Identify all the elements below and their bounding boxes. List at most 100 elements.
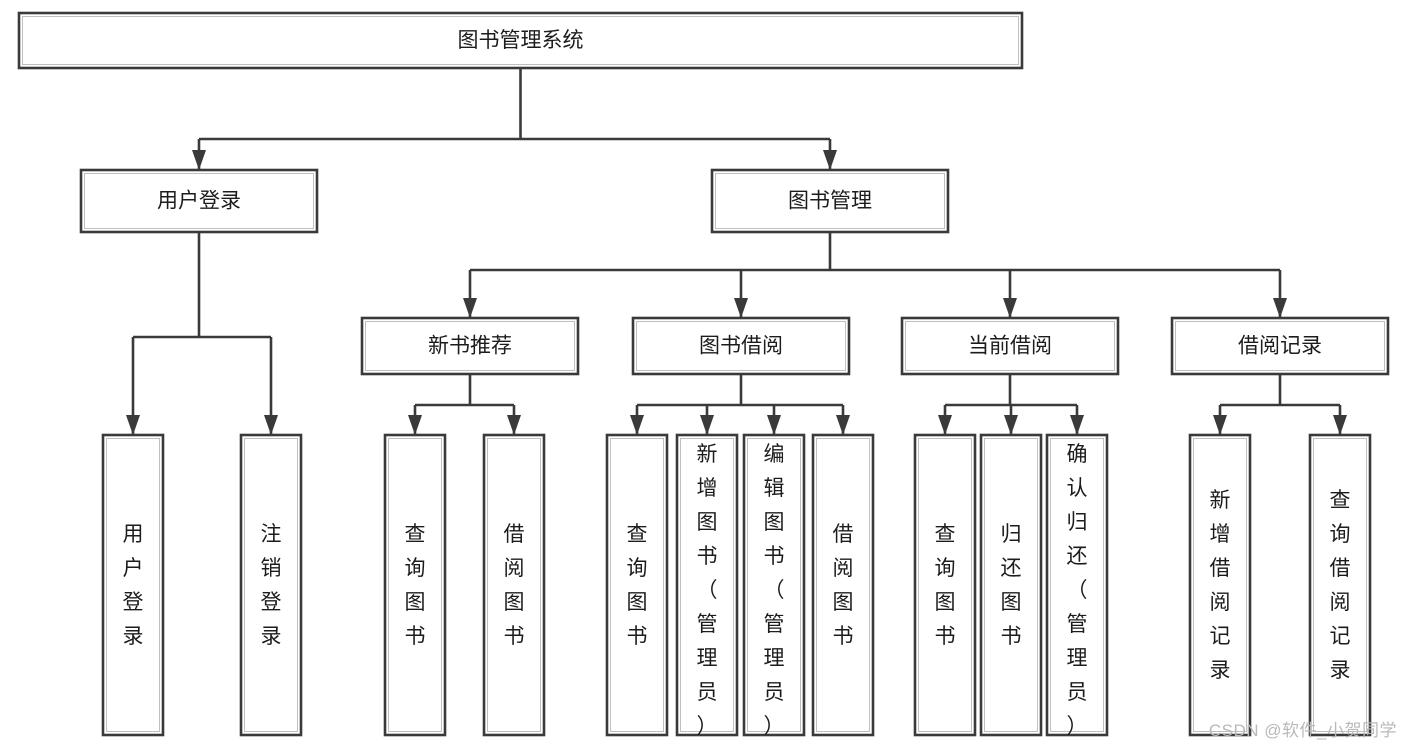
node-box-borrow-record (1170, 316, 1390, 376)
arrow-head-leaf-query-borrow-record (1333, 415, 1347, 435)
node-box-inner-new-book-recommend (365, 321, 575, 371)
arrow-head-book-borrow (734, 298, 748, 318)
node-box-inner-user-login (84, 173, 314, 229)
node-label-user-login: 用户登录 (157, 190, 241, 213)
node-new-book-recommend[interactable]: 新书推荐 (360, 316, 580, 376)
node-leaf-user-login[interactable]: 用户登录 (101, 433, 165, 737)
node-box-inner-leaf-query-book-3 (918, 438, 972, 732)
arrow-head-leaf-user-login (126, 415, 140, 435)
node-box-leaf-borrow-book-1 (482, 433, 546, 737)
node-box-current-borrow (900, 316, 1120, 376)
node-label-leaf-return-book: 归还图书 (1001, 523, 1022, 648)
node-box-inner-leaf-query-borrow-record (1313, 438, 1367, 732)
node-box-inner-leaf-query-book-2 (610, 438, 664, 732)
arrow-head-leaf-edit-book-admin (767, 415, 781, 435)
node-box-leaf-query-book-1 (383, 433, 447, 737)
node-box-inner-leaf-borrow-book-1 (487, 438, 541, 732)
node-box-leaf-confirm-return-admin (1045, 433, 1109, 737)
node-leaf-query-book-1[interactable]: 查询图书 (383, 433, 447, 737)
node-box-inner-book-manage (715, 173, 945, 229)
arrow-head-leaf-confirm-return-admin (1070, 415, 1084, 435)
node-label-book-manage: 图书管理 (788, 190, 872, 213)
node-root[interactable]: 图书管理系统 (17, 11, 1024, 70)
node-label-new-book-recommend: 新书推荐 (428, 335, 512, 358)
arrow-head-leaf-borrow-book-1 (507, 415, 521, 435)
node-label-leaf-borrow-book-1: 借阅图书 (504, 523, 525, 648)
arrow-head-leaf-logout-login (264, 415, 278, 435)
node-leaf-edit-book-admin[interactable]: 编辑图书（管理员） (742, 433, 806, 738)
arrow-head-leaf-query-book-1 (408, 415, 422, 435)
node-box-leaf-borrow-book-2 (811, 433, 875, 737)
node-label-leaf-confirm-return-admin: 确认归还（管理员） (1067, 443, 1088, 738)
node-box-leaf-query-book-2 (605, 433, 669, 737)
node-box-inner-leaf-confirm-return-admin (1050, 438, 1104, 732)
node-leaf-borrow-book-1[interactable]: 借阅图书 (482, 433, 546, 737)
node-label-book-borrow: 图书借阅 (699, 335, 783, 358)
node-book-manage[interactable]: 图书管理 (710, 168, 950, 234)
node-box-new-book-recommend (360, 316, 580, 376)
node-box-root (17, 11, 1024, 70)
node-leaf-add-book-admin[interactable]: 新增图书（管理员） (675, 433, 739, 738)
node-box-leaf-add-book-admin (675, 433, 739, 737)
node-borrow-record[interactable]: 借阅记录 (1170, 316, 1390, 376)
node-label-leaf-user-login: 用户登录 (123, 523, 144, 648)
arrow-head-leaf-add-book-admin (700, 415, 714, 435)
node-label-leaf-query-book-2: 查询图书 (627, 523, 648, 648)
node-box-leaf-add-borrow-record (1188, 433, 1252, 737)
node-box-inner-leaf-edit-book-admin (747, 438, 801, 732)
node-leaf-logout-login[interactable]: 注销登录 (239, 433, 303, 737)
node-box-inner-leaf-query-book-1 (388, 438, 442, 732)
node-leaf-query-book-3[interactable]: 查询图书 (913, 433, 977, 737)
nodes-layer: 图书管理系统用户登录图书管理新书推荐图书借阅当前借阅借阅记录用户登录注销登录查询… (17, 11, 1390, 738)
node-label-leaf-edit-book-admin: 编辑图书（管理员） (764, 443, 785, 738)
node-label-current-borrow: 当前借阅 (968, 335, 1052, 358)
arrow-head-borrow-record (1273, 298, 1287, 318)
node-box-leaf-query-borrow-record (1308, 433, 1372, 737)
node-box-inner-leaf-add-book-admin (680, 438, 734, 732)
arrow-head-book-manage (823, 150, 837, 170)
arrow-head-leaf-return-book (1004, 415, 1018, 435)
node-box-inner-leaf-add-borrow-record (1193, 438, 1247, 732)
node-box-leaf-user-login (101, 433, 165, 737)
arrow-head-current-borrow (1003, 298, 1017, 318)
node-current-borrow[interactable]: 当前借阅 (900, 316, 1120, 376)
node-label-root: 图书管理系统 (458, 29, 584, 52)
node-box-inner-book-borrow (636, 321, 846, 371)
node-label-leaf-query-borrow-record: 查询借阅记录 (1330, 489, 1351, 682)
node-leaf-query-borrow-record[interactable]: 查询借阅记录 (1308, 433, 1372, 737)
connectors-layer (126, 68, 1347, 435)
node-label-leaf-logout-login: 注销登录 (261, 523, 282, 648)
node-box-inner-leaf-user-login (106, 438, 160, 732)
arrow-head-leaf-borrow-book-2 (836, 415, 850, 435)
node-leaf-query-book-2[interactable]: 查询图书 (605, 433, 669, 737)
arrow-head-leaf-query-book-2 (630, 415, 644, 435)
node-box-leaf-query-book-3 (913, 433, 977, 737)
node-label-leaf-add-borrow-record: 新增借阅记录 (1210, 489, 1231, 682)
node-book-borrow[interactable]: 图书借阅 (631, 316, 851, 376)
node-leaf-return-book[interactable]: 归还图书 (979, 433, 1043, 737)
node-user-login[interactable]: 用户登录 (79, 168, 319, 234)
node-label-leaf-query-book-3: 查询图书 (935, 523, 956, 648)
node-label-borrow-record: 借阅记录 (1238, 335, 1322, 358)
arrow-head-leaf-add-borrow-record (1213, 415, 1227, 435)
arrow-head-user-login (192, 150, 206, 170)
node-leaf-confirm-return-admin[interactable]: 确认归还（管理员） (1045, 433, 1109, 738)
node-box-inner-current-borrow (905, 321, 1115, 371)
node-leaf-add-borrow-record[interactable]: 新增借阅记录 (1188, 433, 1252, 737)
node-box-inner-root (22, 16, 1019, 65)
node-box-leaf-edit-book-admin (742, 433, 806, 737)
node-leaf-borrow-book-2[interactable]: 借阅图书 (811, 433, 875, 737)
node-box-leaf-logout-login (239, 433, 303, 737)
node-box-inner-leaf-return-book (984, 438, 1038, 732)
node-box-inner-leaf-borrow-book-2 (816, 438, 870, 732)
node-box-inner-borrow-record (1175, 321, 1385, 371)
node-box-book-manage (710, 168, 950, 234)
arrow-head-leaf-query-book-3 (938, 415, 952, 435)
node-box-book-borrow (631, 316, 851, 376)
node-label-leaf-query-book-1: 查询图书 (405, 523, 426, 648)
node-label-leaf-borrow-book-2: 借阅图书 (833, 523, 854, 648)
node-label-leaf-add-book-admin: 新增图书（管理员） (697, 443, 718, 738)
node-box-leaf-return-book (979, 433, 1043, 737)
